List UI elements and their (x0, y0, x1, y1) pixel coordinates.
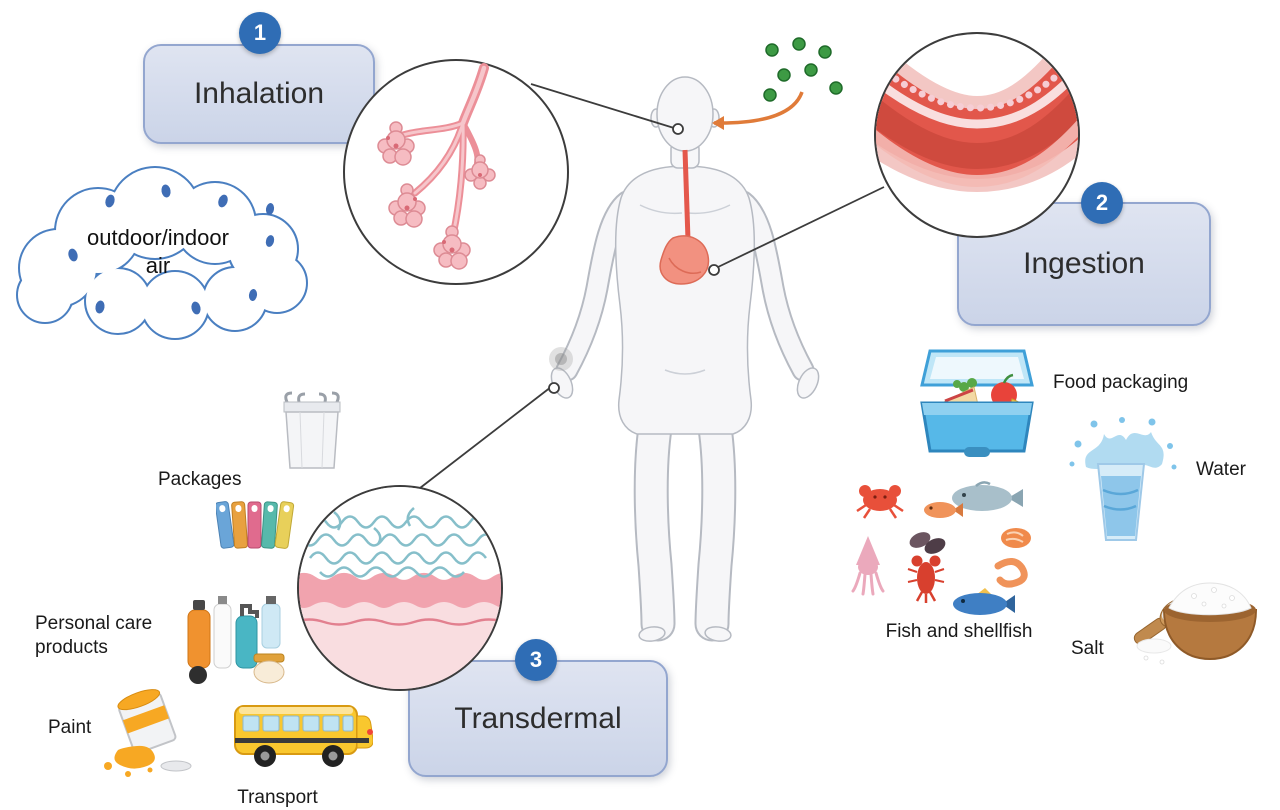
bulk-bag-icon (283, 391, 341, 469)
water-glass-icon (1069, 417, 1177, 541)
paint-bucket-icon (104, 689, 192, 777)
route-number-2: 2 (1081, 182, 1123, 224)
route-label-inhalation: Inhalation (193, 77, 325, 110)
salt-bowl-icon (1133, 582, 1258, 665)
personal-care-products-icon (187, 596, 285, 684)
squid-icon (851, 536, 885, 596)
tuna-icon (953, 588, 1015, 615)
route-number-3: 3 (515, 639, 557, 681)
route-label-transdermal: Transdermal (454, 701, 622, 735)
alveoli-clusters (377, 121, 496, 270)
crab-icon (856, 485, 904, 519)
human-body-figure (550, 76, 820, 642)
air-cloud-label: outdoor/indoor air (87, 225, 229, 278)
esophagus-stomach-icon (659, 149, 710, 285)
fish-and-shellfish-icon (851, 481, 1031, 615)
label-food-packaging: Food packaging (1053, 372, 1189, 393)
intestine-inset (874, 32, 1080, 238)
cloud-particle-dots (68, 184, 275, 315)
route-box-inhalation: 1 Inhalation (143, 12, 375, 144)
orange-fish-icon (924, 502, 963, 518)
school-bus-icon (234, 705, 373, 767)
lung-bronchiole-inset (343, 59, 569, 285)
lunch-box-icon (920, 349, 1034, 457)
label-salt: Salt (1071, 638, 1104, 659)
label-transport: Transport (237, 787, 318, 808)
route-label-ingestion: Ingestion (1023, 247, 1145, 280)
lobster-icon (907, 555, 945, 603)
label-fish: Fish and shellfish (885, 621, 1033, 642)
label-personal-care: Personal care products (35, 613, 153, 658)
shrimp-icon (994, 558, 1028, 588)
label-packages: Packages (158, 469, 242, 490)
label-paint: Paint (48, 717, 92, 738)
air-cloud-icon (16, 166, 308, 340)
gray-fish-icon (952, 481, 1023, 511)
collagen-fibers (300, 507, 496, 578)
plastic-bags-icon (216, 501, 295, 549)
salmon-slice-icon (1001, 528, 1031, 548)
mussels-icon (909, 532, 946, 554)
label-water: Water (1196, 459, 1246, 480)
route-number-1: 1 (239, 12, 281, 54)
route-box-ingestion: 2 Ingestion (957, 182, 1211, 326)
skin-layers-inset (297, 485, 503, 691)
route-box-transdermal: 3 Transdermal (408, 639, 668, 777)
